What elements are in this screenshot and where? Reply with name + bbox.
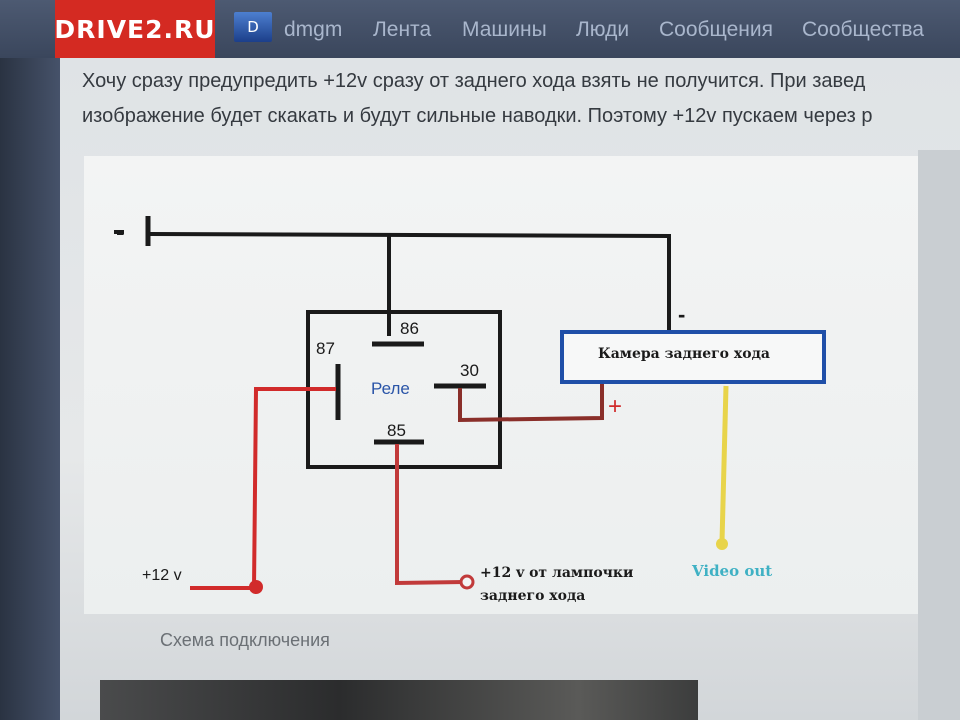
camera-label: Камера заднего хода <box>598 346 770 362</box>
wiring-diagram: - 86 87 30 85 Реле Камера заднего хода -… <box>114 216 826 604</box>
nav-cars[interactable]: Машины <box>462 18 547 41</box>
plus12-label: +12 v <box>142 567 182 584</box>
ground-wire <box>149 232 671 332</box>
nav-username[interactable]: dmgm <box>284 18 343 41</box>
site-logo[interactable]: DRIVE2.RU <box>54 0 215 58</box>
nav-feed[interactable]: Лента <box>373 18 432 41</box>
lamp-label-line-1: +12 v от лампочки <box>480 565 633 581</box>
article-text: Хочу сразу предупредить +12v сразу от за… <box>82 64 960 134</box>
plus12-wire <box>190 387 336 590</box>
lamp-wire <box>395 444 465 586</box>
pin-30-label: 30 <box>460 361 479 380</box>
relay-to-camera-wire <box>458 384 604 423</box>
lamp-label-line-2: заднего хода <box>480 588 585 604</box>
nav-messages[interactable]: Сообщения <box>659 18 773 41</box>
user-avatar[interactable]: D <box>234 12 272 42</box>
pin-86-label: 86 <box>400 319 419 338</box>
article-text-line-1: Хочу сразу предупредить +12v сразу от за… <box>82 70 866 92</box>
video-out-label: Video out <box>691 562 772 580</box>
relay-label: Реле <box>371 379 410 398</box>
plus12-terminal <box>249 580 263 594</box>
camera-minus-label: - <box>678 302 685 327</box>
article-text-line-2: изображение будет скакать и будут сильны… <box>82 105 873 127</box>
lamp-terminal <box>459 574 475 590</box>
wiring-diagram-image: - 86 87 30 85 Реле Камера заднего хода -… <box>84 156 919 614</box>
pin-85-label: 85 <box>387 421 406 440</box>
nav-people[interactable]: Люди <box>576 18 630 41</box>
pin-87-label: 87 <box>316 339 335 358</box>
monitor-bezel <box>0 0 60 720</box>
next-photo-thumbnail[interactable] <box>100 680 698 720</box>
video-terminal <box>716 538 728 550</box>
video-wire <box>719 385 729 543</box>
camera-plus-label: + <box>608 393 622 420</box>
camera-box <box>560 330 826 384</box>
nav-communities[interactable]: Сообщества <box>802 18 924 41</box>
page-side-margin <box>918 150 960 720</box>
site-header: DRIVE2.RU D dmgm Лента Машины Люди Сообщ… <box>0 0 960 58</box>
image-caption: Схема подключения <box>160 630 330 650</box>
minus-label-left: - <box>116 216 125 246</box>
